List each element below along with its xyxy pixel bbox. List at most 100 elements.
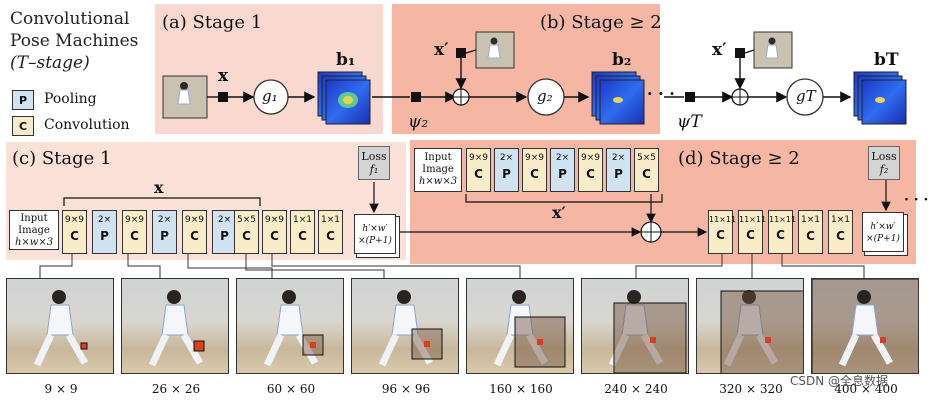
panel-a-title: (a) Stage 1 (162, 12, 263, 33)
stage1-block-1-kernel: 9×9 (65, 215, 84, 225)
receptive-field-caption-1: 9 × 9 (44, 382, 78, 396)
stage1-block-6: 2×P (212, 210, 237, 254)
pooling-legend-label: Pooling (44, 91, 97, 107)
g1-label: g₁ (262, 87, 278, 105)
stage1-block-7-kernel: 5×5 (237, 215, 256, 225)
psiT-label: ψT (677, 112, 702, 132)
stage1-block-2-kernel: 2× (97, 215, 112, 225)
stage1-block-9-type: C (298, 229, 307, 243)
xprime-node-2 (456, 48, 466, 58)
xprime-node-T (735, 48, 745, 58)
stage2-bottom-block-2-type: C (746, 228, 755, 242)
stage2-xprime-brace-label: x′ (552, 203, 566, 222)
stage1-block-7-type: C (242, 229, 251, 243)
stage1-input-line-3: h×w×3 (14, 237, 54, 248)
stage1-block-3-kernel: 9×9 (125, 215, 144, 225)
receptive-field-caption-4: 96 × 96 (381, 382, 431, 396)
player-figure-icon (263, 290, 324, 367)
player-figure-icon (812, 279, 918, 373)
stage1-block-2: 2× P (92, 210, 117, 254)
stage2-top-block-3-type: C (530, 167, 539, 181)
stage1-block-9-kernel: 1×1 (293, 215, 312, 225)
stage1-block-5-type: C (190, 229, 199, 243)
stage2-top-block-2-type: P (502, 167, 511, 181)
stage2-top-block-2: 2× P (494, 148, 519, 192)
stage1-block-4-type: P (160, 229, 169, 243)
receptive-field-caption-5: 160 × 160 (489, 382, 553, 396)
stage1-block-10-type: C (326, 229, 335, 243)
player-figure-icon (33, 290, 89, 367)
receptive-field-caption-7: 320 × 320 (719, 382, 783, 396)
stage2-loss-line-2: f₂ (879, 163, 889, 176)
receptive-field-image-8 (811, 278, 919, 374)
stage2-loss-line-1: Loss (871, 150, 897, 163)
player-figure-icon (378, 290, 443, 367)
receptive-field-image-6 (581, 278, 689, 374)
stage1-loss-box: Loss f₁ (358, 146, 390, 180)
stage2-top-block-1-type: C (474, 167, 483, 181)
stage1-loss-line-2: f₁ (369, 163, 379, 176)
stage2-loss-box: Loss f₂ (868, 146, 900, 180)
stage2-top-block-4-kernel: 2× (555, 153, 570, 163)
b1-label: b₁ (336, 50, 356, 70)
convolution-legend-swatch: C (12, 116, 34, 136)
gT-label: gT (796, 87, 816, 105)
stage1-block-8-type: C (270, 229, 279, 243)
stage1-block-8-kernel: 9×9 (265, 215, 284, 225)
stage2-top-block-7-kernel: 5×5 (637, 153, 656, 163)
legend-title-line-2: Pose Machines (10, 31, 139, 51)
stage1-block-5-kernel: 9×9 (185, 215, 204, 225)
stage1-output-line-1: h′×w′ (362, 224, 388, 234)
b2-heatmap-stack (591, 71, 645, 125)
psi2-node (411, 92, 421, 102)
stage1-block-4-kernel: 2× (157, 215, 172, 225)
bT-label: bT (874, 50, 899, 70)
receptive-field-image-1 (6, 278, 114, 374)
player-figure-icon (720, 290, 803, 373)
b1-heatmap-stack (317, 71, 371, 125)
stage1-block-4: 2× P (152, 210, 177, 254)
xprime-label-T: x′ (712, 40, 727, 60)
stage2-top-block-4: 2× P (550, 148, 575, 192)
stage1-input-line-2: Image (18, 225, 50, 236)
legend-title: Convolutional Pose Machines (T–stage) (10, 8, 138, 74)
legend-title-line-3: (T–stage) (10, 53, 90, 73)
stage2-top-block-6-type: P (614, 167, 623, 181)
stage2-input-line-1: Input (424, 152, 452, 163)
receptive-field-image-7 (696, 278, 804, 374)
stage2-top-block-3-kernel: 9×9 (525, 153, 544, 163)
player-figure-icon (148, 290, 205, 367)
receptive-field-image-2 (121, 278, 229, 374)
stage2-top-block-6-kernel: 2× (611, 153, 626, 163)
stage2-top-block-7-type: C (642, 167, 651, 181)
stage2-top-block-5-type: C (586, 167, 595, 181)
stage1-block-6-kernel: 2× (217, 215, 232, 225)
stage2-bottom-block-5-kernel: 1×1 (831, 215, 850, 225)
x-label-top: x (218, 66, 229, 86)
stage2-bottom-block-5-type: C (836, 229, 845, 243)
stage2-bottom-block-4-type: C (806, 229, 815, 243)
stage2-ellipsis: · · · (904, 192, 929, 208)
stage2-top-block-4-type: P (558, 167, 567, 181)
stage2-top-block-1-kernel: 9×9 (469, 153, 488, 163)
receptive-field-image-4 (351, 278, 459, 374)
b2-label: b₂ (612, 50, 632, 70)
stage2-bottom-block-1-kernel: 11×11 (709, 215, 737, 224)
receptive-field-image-5 (466, 278, 574, 374)
stage1-block-3-type: C (130, 229, 139, 243)
stage2-top-block-2-kernel: 2× (499, 153, 514, 163)
stage1-block-10-kernel: 1×1 (321, 215, 340, 225)
stage2-bottom-block-1-type: C (716, 228, 725, 242)
stage1-block-2-type: P (100, 229, 109, 243)
